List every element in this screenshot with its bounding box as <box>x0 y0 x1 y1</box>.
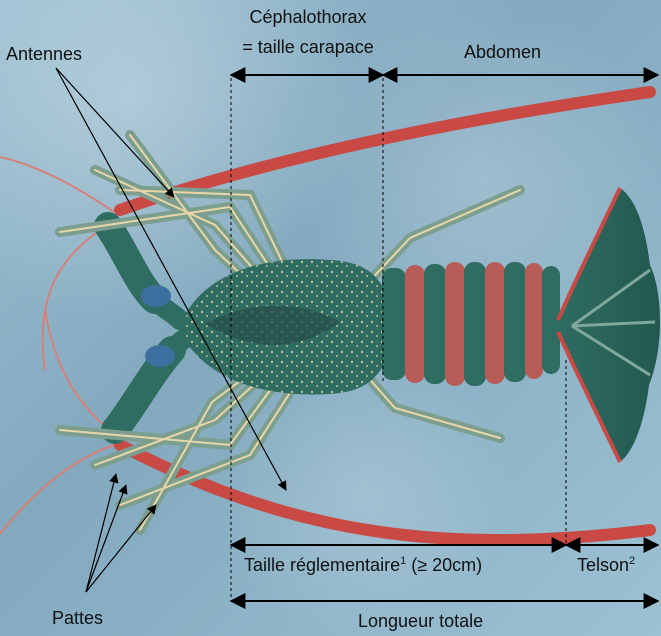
cephalothorax-label-line2: = taille carapace <box>219 38 397 58</box>
taille-reglementaire-suffix: (≥ 20cm) <box>406 555 482 575</box>
telson-label: Telson2 <box>577 556 635 576</box>
cephalothorax-label: Céphalothorax = taille carapace <box>219 8 397 58</box>
taille-reglementaire-label: Taille réglementaire1 (≥ 20cm) <box>244 556 482 576</box>
longueur-totale-label: Longueur totale <box>358 612 483 632</box>
spiny-lobster-illustration <box>0 92 660 540</box>
telson-text: Telson <box>577 555 629 575</box>
abdomen-label: Abdomen <box>464 43 541 63</box>
telson-note: 2 <box>629 555 635 567</box>
antennes-label: Antennes <box>6 45 82 65</box>
taille-reglementaire-text: Taille réglementaire <box>244 555 400 575</box>
cephalothorax-label-line1: Céphalothorax <box>219 8 397 28</box>
pattes-label: Pattes <box>52 609 103 629</box>
